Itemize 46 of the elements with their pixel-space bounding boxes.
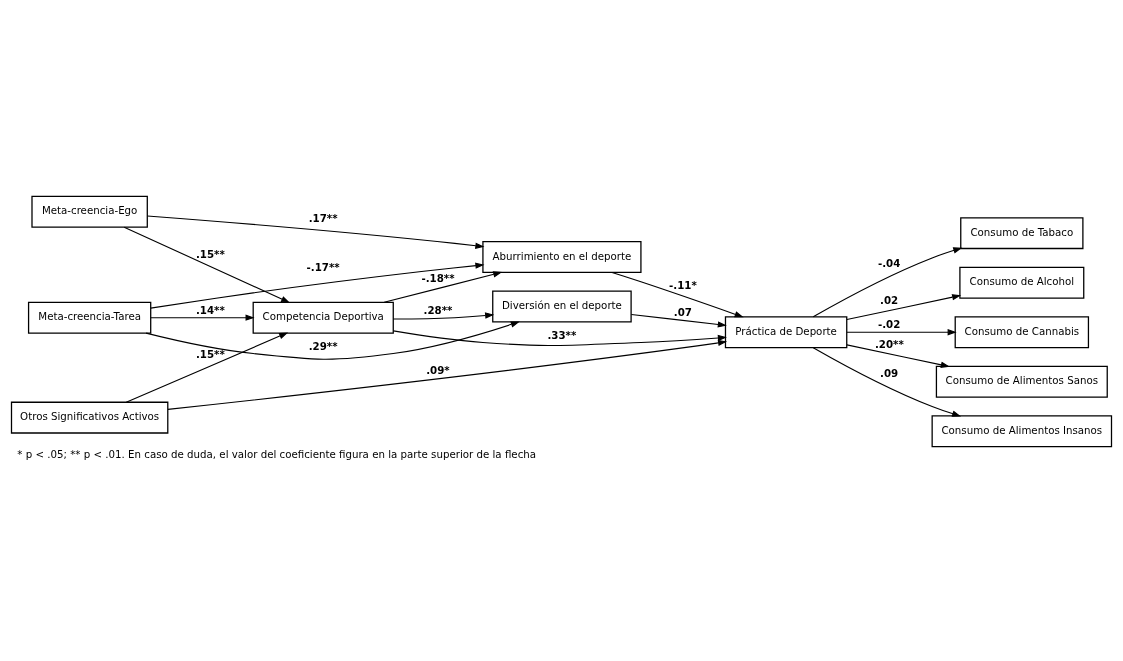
arrow: [846, 329, 957, 336]
arrow: [812, 347, 962, 417]
node-box: Consumo de Alimentos Insanos: [931, 415, 1113, 448]
arrow: [383, 271, 503, 303]
edge-label: -.04: [877, 256, 901, 269]
node-box: Meta-creencia-Ego: [31, 195, 148, 228]
edge-label: .09: [880, 367, 899, 380]
arrow: [167, 339, 728, 410]
node-box: Diversión en el deporte: [492, 290, 632, 323]
node-box: Consumo de Cannabis: [954, 316, 1090, 349]
arrow: [150, 314, 255, 321]
arrow: [145, 321, 520, 360]
node-box: Meta-creencia-Tarea: [27, 301, 152, 334]
edge-label: .09*: [426, 363, 450, 376]
edge-label: -.18**: [421, 272, 455, 285]
arrow: [392, 330, 727, 347]
node-box: Competencia Deportiva: [252, 301, 394, 334]
edge-label: .20**: [874, 338, 904, 351]
node-box: Aburrimiento en el deporte: [482, 241, 642, 274]
arrow: [125, 332, 289, 403]
node-box: Consumo de Tabaco: [960, 217, 1084, 250]
node-box: Consumo de Alimentos Sanos: [935, 365, 1108, 398]
edge-label: .15**: [195, 248, 225, 261]
edge-label: -.17**: [306, 261, 340, 274]
edge-label: .14**: [195, 303, 225, 316]
arrow: [146, 215, 485, 249]
arrow: [812, 247, 963, 318]
node-box: Práctica de Deporte: [724, 316, 848, 349]
edge-label: .28**: [423, 303, 453, 316]
edge-label: -.02: [877, 318, 901, 331]
arrow: [846, 294, 962, 321]
edge-label: .17**: [308, 211, 338, 224]
edge-label: -.11*: [669, 279, 697, 292]
arrow: [846, 344, 950, 368]
edge-label: .07: [673, 305, 692, 318]
arrow: [630, 313, 727, 328]
edge-label: .29**: [308, 339, 338, 352]
edge-label: .15**: [195, 348, 225, 361]
edge-label: .02: [880, 293, 899, 306]
arrow: [392, 312, 495, 320]
arrow: [150, 262, 485, 309]
caption: * p < .05; ** p < .01. En caso de duda, el valor del coeficiente figura en la parte superior de la flecha: [17, 448, 537, 461]
arrow: [123, 226, 291, 303]
edge-label: .33**: [547, 328, 577, 341]
node-box: Consumo de Alcohol: [959, 266, 1085, 299]
node-box: Otros Significativos Activos: [10, 401, 169, 434]
